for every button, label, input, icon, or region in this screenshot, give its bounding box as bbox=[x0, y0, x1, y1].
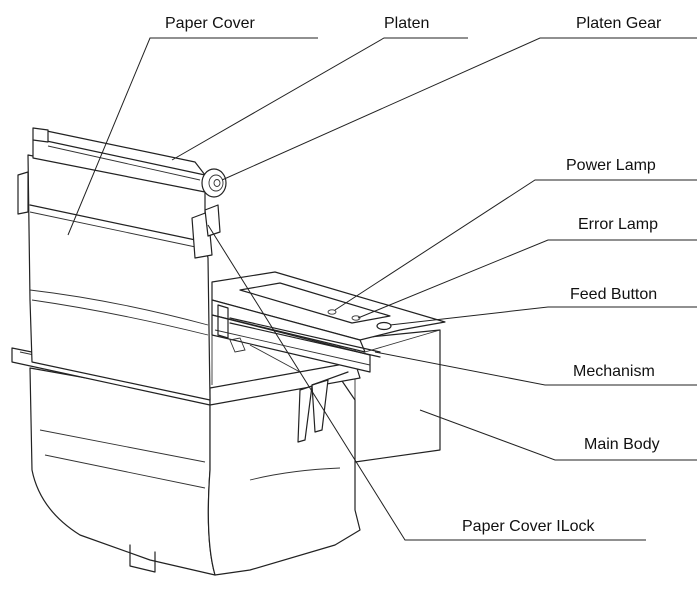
paper-cover-shape bbox=[17, 154, 221, 401]
top-panel bbox=[211, 271, 446, 353]
lower-housing bbox=[29, 367, 361, 576]
platen-gear-shape bbox=[201, 168, 227, 198]
label-main-body: Main Body bbox=[584, 436, 660, 453]
label-platen-gear: Platen Gear bbox=[576, 15, 662, 32]
label-feed-button: Feed Button bbox=[570, 286, 658, 303]
leader-lines bbox=[67, 37, 697, 541]
label-paper-cover-lock: Paper Cover ILock bbox=[462, 518, 595, 535]
mechanism-shape bbox=[211, 304, 381, 385]
label-platen: Platen bbox=[384, 15, 430, 32]
label-error-lamp: Error Lamp bbox=[578, 216, 659, 233]
label-paper-cover: Paper Cover bbox=[165, 15, 255, 32]
paper-cover-lock-shape bbox=[297, 371, 349, 443]
label-power-lamp: Power Lamp bbox=[566, 157, 656, 174]
platen-shape bbox=[32, 127, 206, 193]
label-mechanism: Mechanism bbox=[573, 363, 655, 380]
